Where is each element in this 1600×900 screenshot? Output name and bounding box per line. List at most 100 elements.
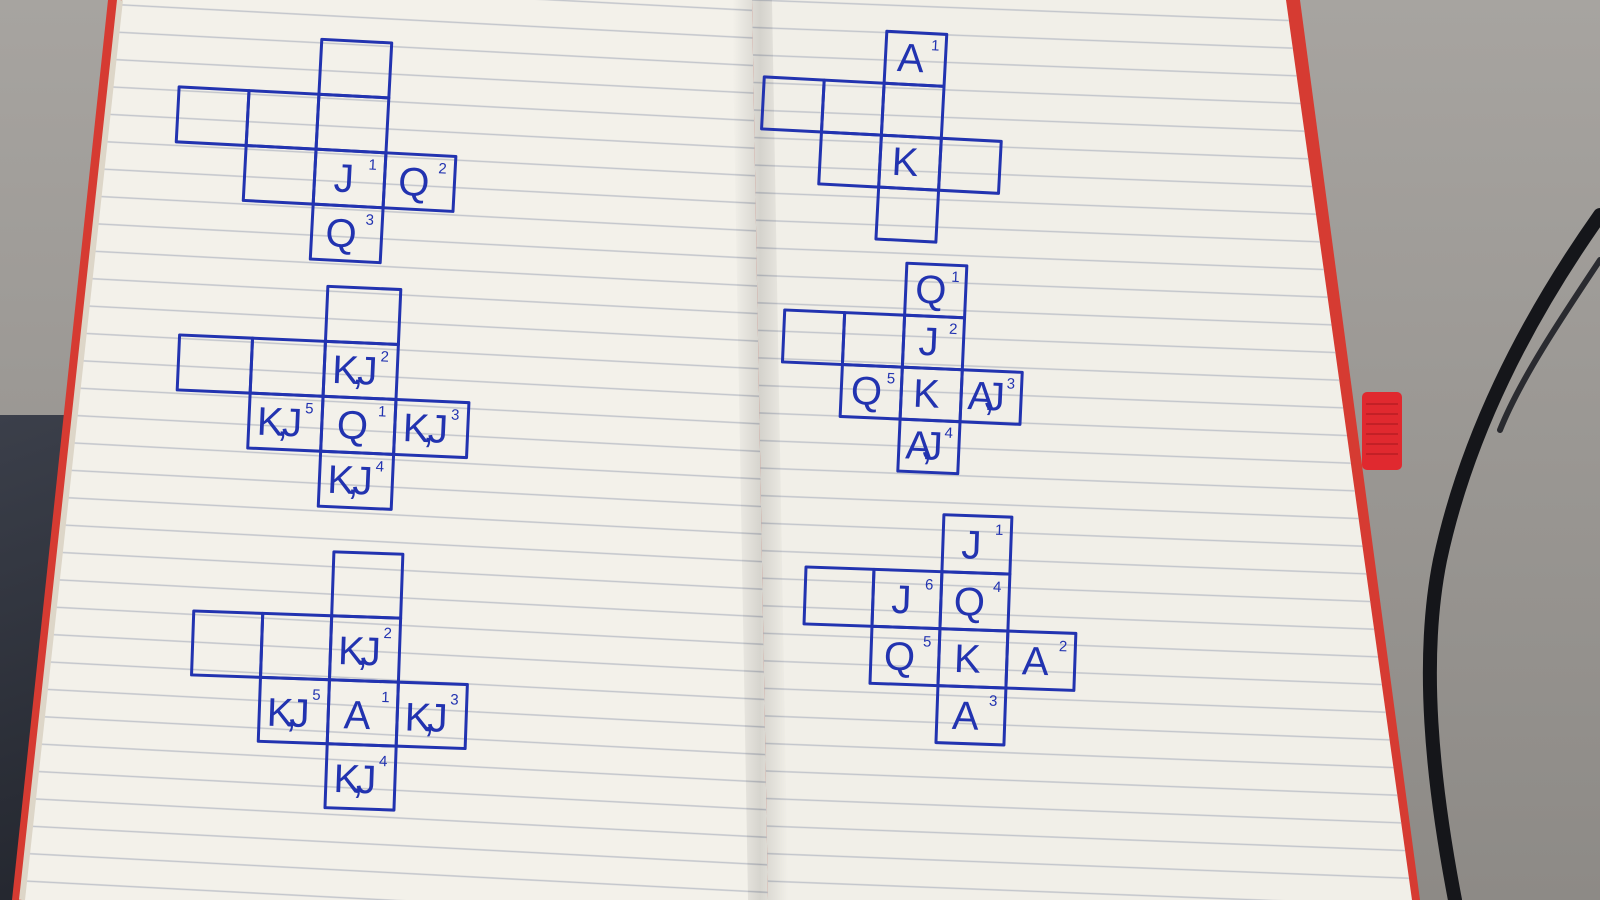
net-cell <box>819 78 886 137</box>
cell-superscript: 2 <box>949 321 958 338</box>
cell-outline <box>817 130 883 189</box>
cell-superscript: 5 <box>923 633 932 650</box>
cell-outline <box>1004 629 1078 692</box>
net-cell <box>248 336 327 398</box>
cell-superscript: 2 <box>438 160 447 177</box>
cell-outline <box>258 611 334 682</box>
cell-letter: J <box>891 578 913 623</box>
cell-letter: K,J <box>333 757 377 802</box>
cell-letter: A,J <box>967 374 1006 420</box>
net-cell <box>323 284 403 347</box>
cell-letter: K <box>953 637 982 682</box>
cell-superscript: 6 <box>925 576 934 593</box>
net-cell <box>241 144 318 206</box>
cell-letter: Q <box>953 580 986 625</box>
cell-superscript: 1 <box>931 37 940 54</box>
cell-letter: Q <box>914 268 947 313</box>
cell-superscript: 2 <box>380 348 389 365</box>
cell-superscript: 3 <box>451 406 460 423</box>
net-cell <box>190 609 265 679</box>
cell-letter: K,J <box>256 400 303 446</box>
net-cell <box>175 333 255 395</box>
cell-outline <box>802 565 876 628</box>
cell-outline <box>308 202 385 265</box>
cell-superscript: 3 <box>989 693 998 710</box>
cell-outline <box>381 151 458 213</box>
cell-letter: K,J <box>404 695 448 740</box>
net-cell <box>817 130 883 189</box>
cell-superscript: 4 <box>379 753 388 770</box>
cell-outline <box>874 185 941 244</box>
cell-superscript: 4 <box>375 458 384 475</box>
cell-outline <box>896 417 962 476</box>
net-cell <box>802 565 876 628</box>
net-cell <box>874 185 941 244</box>
cell-outline <box>760 75 826 134</box>
cell-letter: Q <box>324 211 357 257</box>
cell-outline <box>244 89 321 151</box>
cell-superscript: 1 <box>368 157 377 174</box>
net-cell <box>258 611 334 682</box>
cell-outline <box>190 609 265 679</box>
cell-superscript: 3 <box>1006 375 1015 392</box>
cell-outline <box>316 449 396 511</box>
cell-letter: K,J <box>337 629 381 674</box>
cell-letter: K,J <box>326 458 373 504</box>
cell-letter: A <box>343 693 372 738</box>
cell-outline <box>958 368 1024 426</box>
cell-outline <box>317 37 394 100</box>
net-cell <box>760 75 826 134</box>
cell-outline <box>241 144 318 206</box>
cell-outline <box>819 78 886 137</box>
cell-superscript: 5 <box>886 370 895 387</box>
cell-outline <box>879 81 946 140</box>
cell-letter: Q <box>850 369 883 414</box>
net-cell <box>937 136 1003 195</box>
cell-outline <box>780 308 847 367</box>
ribbon-bookmark <box>1362 392 1402 470</box>
cell-outline <box>392 397 471 460</box>
net-cell <box>840 311 907 369</box>
net-cell <box>330 550 405 620</box>
cell-letter: A <box>951 694 980 739</box>
cell-outline <box>840 311 907 369</box>
cell-outline <box>248 336 327 398</box>
cell-superscript: 1 <box>381 689 390 706</box>
page-gutter <box>732 0 788 900</box>
cell-letter: Q <box>336 403 369 448</box>
cell-superscript: 2 <box>383 625 392 642</box>
net-cell <box>879 81 946 140</box>
cell-superscript: 2 <box>1059 638 1068 655</box>
cell-outline <box>174 85 251 148</box>
net-cell <box>244 89 321 151</box>
cell-letter: A <box>1021 639 1050 684</box>
cell-superscript: 1 <box>378 403 387 420</box>
cell-superscript: 4 <box>944 425 953 442</box>
net-cell: K <box>898 365 964 424</box>
